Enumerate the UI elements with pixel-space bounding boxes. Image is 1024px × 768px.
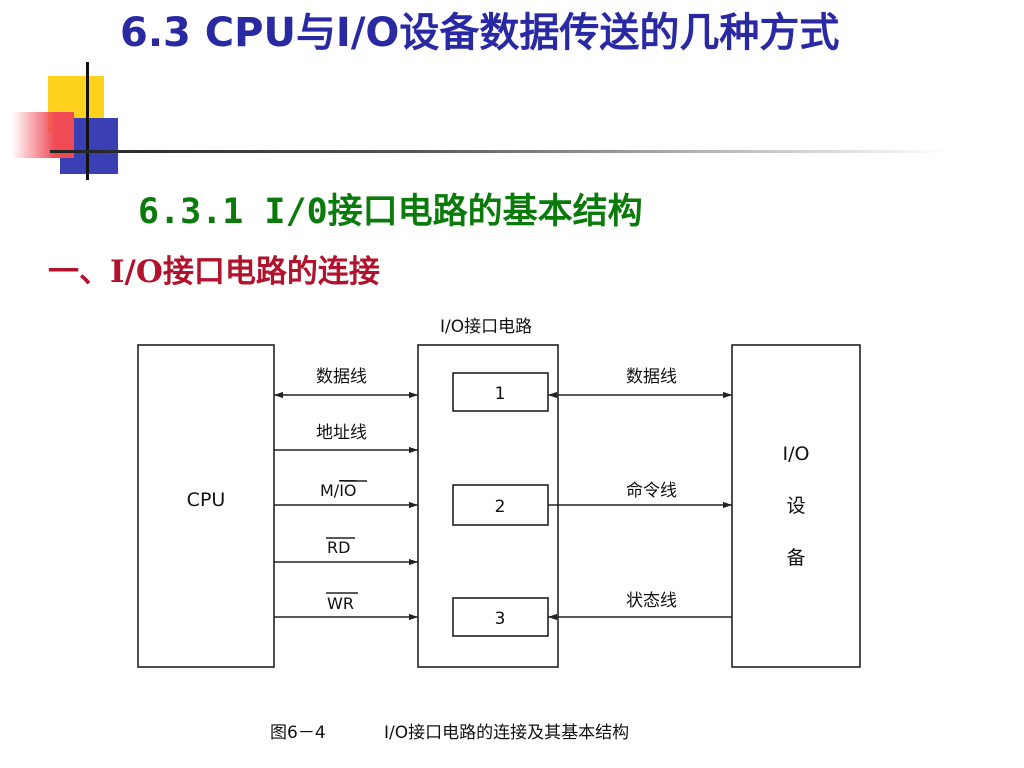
cpu-wr-line-label: WR bbox=[327, 594, 354, 613]
register-box-2 bbox=[452, 484, 549, 526]
section-heading: 一、I/O接口电路的连接 bbox=[48, 246, 380, 291]
io-interface-diagram: I/O接口电路 CPU I/O 设 备 1 2 3 数据线 地址线 M/IO R… bbox=[137, 317, 861, 743]
title-underline bbox=[50, 150, 950, 153]
register-label-2: 2 bbox=[495, 497, 506, 517]
io-device-label-line-3: 备 bbox=[786, 547, 805, 569]
device-data-line-label: 数据线 bbox=[626, 367, 677, 387]
device-status-line-label: 状态线 bbox=[626, 591, 677, 611]
io-device-label-line-2: 设 bbox=[786, 495, 805, 517]
cpu-mio-line-label: M/IO bbox=[320, 481, 357, 500]
cpu-box bbox=[137, 344, 275, 668]
register-label-1: 1 bbox=[495, 384, 506, 404]
register-box-1 bbox=[452, 372, 549, 412]
figure-caption-text: I/O接口电路的连接及其基本结构 bbox=[384, 723, 629, 743]
register-box-3 bbox=[452, 597, 549, 637]
device-command-line-label: 命令线 bbox=[626, 481, 677, 501]
section-rest: 接口电路的连接 bbox=[162, 254, 380, 290]
figure-caption-number: 图6－4 bbox=[270, 723, 326, 743]
section-prefix: 一、 bbox=[48, 254, 110, 290]
slide-title: 6.3 CPU与I/O设备数据传送的几种方式 bbox=[120, 10, 840, 56]
cpu-rd-line-label: RD bbox=[327, 538, 350, 557]
io-device-box bbox=[731, 344, 861, 668]
section-bold: I/O bbox=[110, 254, 163, 290]
mio-overline: IO bbox=[339, 481, 356, 500]
decor-vertical-line bbox=[86, 62, 89, 180]
interface-circuit-label: I/O接口电路 bbox=[440, 317, 532, 337]
mio-prefix: M/ bbox=[320, 481, 340, 500]
cpu-address-line-label: 地址线 bbox=[316, 423, 367, 443]
cpu-data-line-label: 数据线 bbox=[316, 367, 367, 387]
cpu-label: CPU bbox=[187, 489, 226, 511]
register-label-3: 3 bbox=[495, 609, 506, 629]
slide-subtitle: 6.3.1 I/0接口电路的基本结构 bbox=[138, 192, 643, 232]
io-device-label-line-1: I/O bbox=[783, 443, 810, 465]
